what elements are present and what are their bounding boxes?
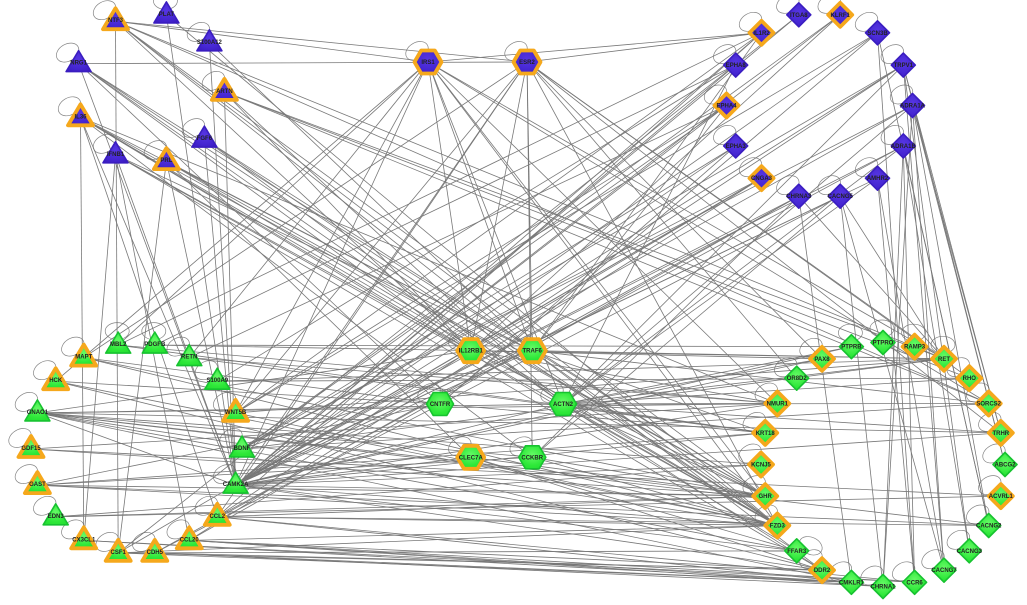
svg-text:HCK: HCK	[49, 378, 63, 384]
svg-text:CACNG5: CACNG5	[828, 194, 854, 200]
svg-text:CSF1: CSF1	[111, 550, 127, 556]
svg-text:FGF6: FGF6	[197, 136, 213, 142]
svg-text:EPHA3: EPHA3	[726, 144, 747, 150]
svg-text:CX3CL1: CX3CL1	[72, 537, 96, 543]
svg-text:DDR2: DDR2	[814, 568, 831, 574]
svg-text:CAMK2A: CAMK2A	[223, 482, 249, 488]
svg-text:NRG1: NRG1	[70, 61, 87, 67]
svg-text:ADRA1A: ADRA1A	[900, 104, 926, 110]
svg-text:SORCS2: SORCS2	[976, 402, 1001, 408]
svg-text:IFNB1: IFNB1	[107, 152, 125, 158]
svg-text:S100A12: S100A12	[197, 40, 223, 46]
svg-text:ACVRL1: ACVRL1	[989, 494, 1014, 500]
svg-text:CNGA3: CNGA3	[751, 176, 773, 182]
svg-text:PRL: PRL	[160, 158, 172, 164]
svg-text:CCL20: CCL20	[180, 537, 200, 543]
svg-text:CMKLR1: CMKLR1	[839, 580, 865, 586]
svg-text:ACTN2: ACTN2	[553, 402, 574, 408]
svg-text:ADRA1B: ADRA1B	[891, 144, 917, 150]
svg-text:GDF15: GDF15	[21, 446, 41, 452]
svg-text:CNTFR: CNTFR	[430, 402, 451, 408]
svg-text:PAX8: PAX8	[814, 357, 830, 363]
svg-text:SCN3B: SCN3B	[867, 31, 888, 37]
svg-text:BDNF: BDNF	[234, 446, 251, 452]
svg-text:CCL2: CCL2	[209, 514, 225, 520]
svg-text:KRT18: KRT18	[756, 431, 776, 437]
svg-text:PTPRO: PTPRO	[873, 341, 894, 347]
svg-text:OR8D2: OR8D2	[787, 376, 808, 382]
svg-text:MBL2: MBL2	[110, 342, 127, 348]
svg-text:CCR6: CCR6	[906, 580, 923, 586]
svg-text:CDH5: CDH5	[147, 550, 164, 556]
svg-text:CHRNA1: CHRNA1	[870, 585, 896, 591]
svg-text:EPHA4: EPHA4	[716, 104, 737, 110]
svg-text:AMHR2: AMHR2	[867, 176, 889, 182]
svg-text:PDGFB: PDGFB	[144, 342, 166, 348]
svg-text:NMUR1: NMUR1	[767, 402, 789, 408]
svg-text:PTPRB: PTPRB	[841, 345, 862, 351]
svg-text:RAMP3: RAMP3	[904, 345, 926, 351]
svg-text:KLRF1: KLRF1	[831, 13, 851, 19]
svg-text:CACNG2: CACNG2	[976, 524, 1002, 530]
svg-text:S100A9: S100A9	[206, 378, 228, 384]
svg-text:ESR2: ESR2	[519, 60, 535, 66]
svg-text:TRHR: TRHR	[992, 431, 1009, 437]
svg-text:ITGA8: ITGA8	[790, 13, 808, 19]
svg-text:IL12RB1: IL12RB1	[459, 349, 484, 355]
svg-text:ABCG2: ABCG2	[994, 463, 1016, 469]
svg-text:TRAF6: TRAF6	[523, 349, 543, 355]
svg-text:CACNG3: CACNG3	[957, 549, 983, 555]
svg-text:IL1R2: IL1R2	[753, 31, 770, 37]
svg-text:EDN3: EDN3	[48, 514, 65, 520]
svg-text:EPHA8: EPHA8	[726, 63, 747, 69]
svg-text:MAPT: MAPT	[75, 355, 92, 361]
svg-text:WNT5B: WNT5B	[225, 410, 247, 416]
svg-text:KCNJ5: KCNJ5	[751, 463, 771, 469]
svg-text:NTF3: NTF3	[108, 18, 124, 24]
svg-text:TRPV1: TRPV1	[894, 63, 914, 69]
svg-text:CHRNA3: CHRNA3	[786, 194, 812, 200]
svg-text:PLAT: PLAT	[159, 12, 175, 18]
svg-text:GHR: GHR	[759, 494, 773, 500]
svg-text:FFAR3: FFAR3	[787, 549, 807, 555]
svg-text:CACNG7: CACNG7	[931, 568, 957, 574]
svg-text:RHO: RHO	[963, 376, 977, 382]
svg-text:RET: RET	[938, 357, 950, 363]
svg-text:FZD3: FZD3	[770, 524, 786, 530]
svg-text:RETN: RETN	[181, 355, 197, 361]
svg-text:IL36: IL36	[74, 114, 87, 120]
svg-text:GNAO1: GNAO1	[27, 410, 49, 416]
svg-text:GAST: GAST	[29, 482, 46, 488]
svg-text:ARTN: ARTN	[216, 89, 233, 95]
svg-text:CLEC7A: CLEC7A	[459, 455, 484, 461]
svg-text:CCKBR: CCKBR	[521, 455, 543, 461]
svg-text:IRS1: IRS1	[421, 60, 435, 66]
